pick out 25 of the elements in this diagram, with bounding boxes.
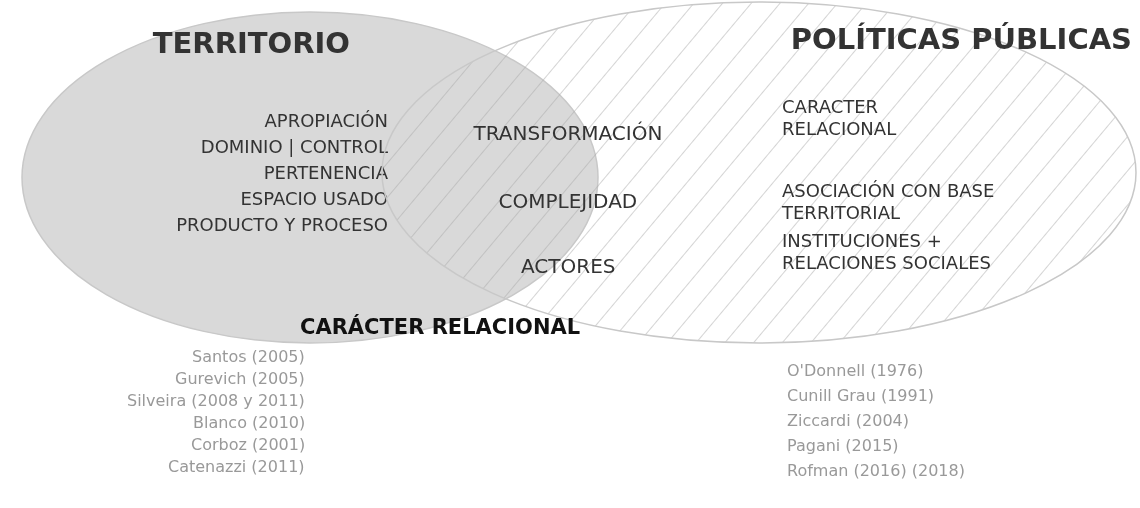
reference-text: Santos (2005) [192,346,305,368]
reference-text: Rofman (2016) (2018) [787,460,965,482]
relation-caption: CARÁCTER RELACIONAL [300,316,581,338]
reference-text: Cunill Grau (1991) [787,385,935,407]
set-heading: TERRITORIO [152,26,350,60]
set-term: INSTITUCIONES + RELACIONES SOCIALES [782,230,992,274]
reference-text: Silveira (2008 y 2011) [127,390,305,412]
set-term: ESPACIO USADO [240,188,388,210]
set-term: CARACTER RELACIONAL [782,96,898,140]
set-term: PRODUCTO Y PROCESO [176,214,388,236]
reference-text: Gurevich (2005) [175,368,305,390]
reference-text: Ziccardi (2004) [787,410,909,432]
reference-text: Catenazzi (2011) [168,456,305,478]
reference-text: Blanco (2010) [193,412,306,434]
set-term: APROPIACIÓN [264,110,388,132]
reference-text: Corboz (2001) [191,434,306,456]
set-heading: POLÍTICAS PÚBLICAS [790,22,1132,56]
overlap-term: COMPLEJIDAD [498,190,638,212]
overlap-term: ACTORES [521,255,616,277]
reference-text: Pagani (2015) [787,435,899,457]
reference-text: O'Donnell (1976) [787,360,924,382]
overlap-term: TRANSFORMACIÓN [473,122,663,144]
set-term: PERTENENCIA [263,162,388,184]
set-term: ASOCIACIÓN CON BASE TERRITORIAL [782,180,996,224]
set-term: DOMINIO | CONTROL [200,136,388,158]
